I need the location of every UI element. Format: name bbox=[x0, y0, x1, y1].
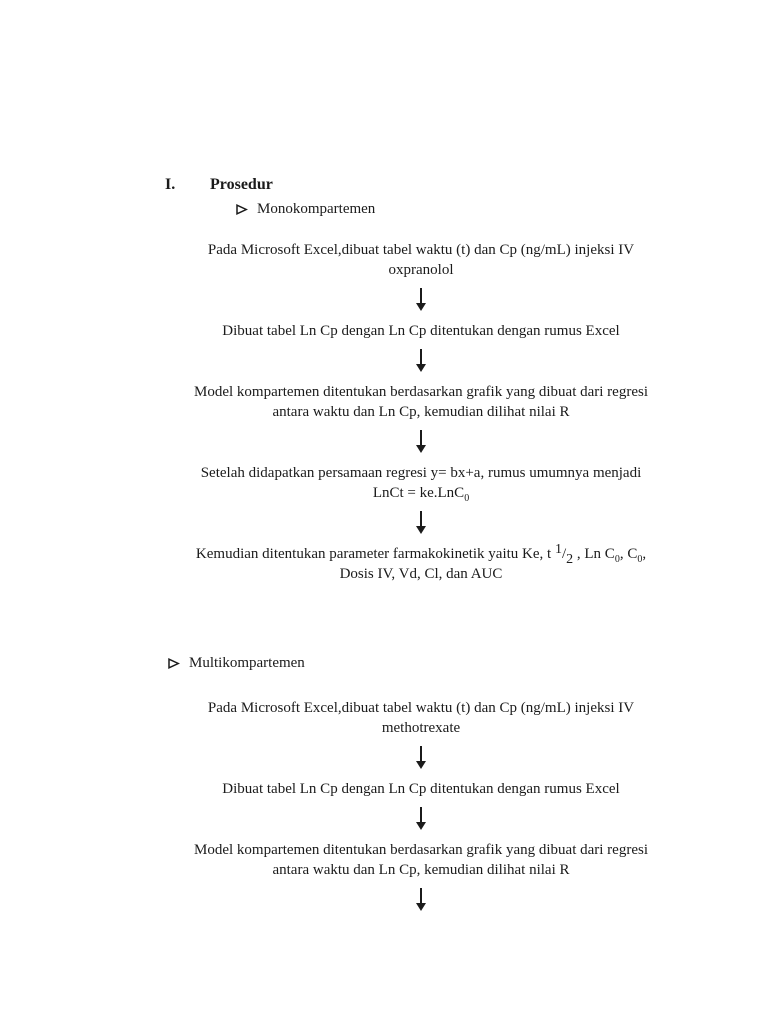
procedure-heading: I. Prosedur bbox=[165, 177, 672, 193]
arrow-shaft bbox=[420, 349, 422, 364]
down-arrow-icon bbox=[170, 888, 672, 911]
flow-step-mono-1: Pada Microsoft Excel,dibuat tabel waktu … bbox=[170, 240, 672, 280]
down-arrow-icon bbox=[170, 430, 672, 453]
arrow-head bbox=[416, 303, 426, 311]
fraction-denominator: 2 bbox=[566, 552, 574, 567]
section-title-monokompartemen: Monokompartemen bbox=[257, 201, 376, 217]
subscript-zero: 0 bbox=[464, 493, 470, 504]
step-text: antara waktu dan Ln Cp, kemudian dilihat… bbox=[272, 404, 570, 420]
fraction-slash: / bbox=[561, 546, 567, 562]
arrow-head bbox=[416, 903, 426, 911]
bullet-multikompartemen: Multikompartemen bbox=[167, 655, 672, 671]
arrowhead-bullet-icon bbox=[168, 657, 180, 669]
step-text: antara waktu dan Ln Cp, kemudian dilihat… bbox=[272, 862, 570, 878]
down-arrow-icon bbox=[170, 288, 672, 311]
arrowhead-bullet-icon bbox=[236, 203, 248, 215]
step-text: Pada Microsoft Excel,dibuat tabel waktu … bbox=[207, 700, 635, 716]
step-text: Model kompartemen ditentukan berdasarkan… bbox=[193, 384, 648, 400]
step-text: Model kompartemen ditentukan berdasarkan… bbox=[193, 842, 648, 858]
parameters-text: Kemudian ditentukan parameter farmakokin… bbox=[195, 546, 555, 562]
multikompartemen-flowchart: Pada Microsoft Excel,dibuat tabel waktu … bbox=[170, 698, 672, 911]
down-arrow-icon bbox=[170, 807, 672, 830]
step-text: Setelah didapatkan persamaan regresi y= … bbox=[200, 465, 642, 481]
bullet-monokompartemen: Monokompartemen bbox=[235, 201, 672, 217]
arrow-shaft bbox=[420, 288, 422, 303]
flow-step-multi-1: Pada Microsoft Excel,dibuat tabel waktu … bbox=[170, 698, 672, 738]
flow-step-multi-3: Model kompartemen ditentukan berdasarkan… bbox=[170, 840, 672, 880]
heading-title: Prosedur bbox=[210, 176, 273, 193]
arrow-shaft bbox=[420, 430, 422, 445]
section-title-multikompartemen: Multikompartemen bbox=[189, 655, 305, 671]
step-text: Dosis IV, Vd, Cl, dan AUC bbox=[339, 566, 503, 582]
arrow-head bbox=[416, 445, 426, 453]
parameters-text: , Ln C bbox=[573, 546, 615, 562]
step-text: Dibuat tabel Ln Cp dengan Ln Cp ditentuk… bbox=[222, 323, 620, 339]
step-text: methotrexate bbox=[381, 720, 461, 736]
subscript-zero: 0 bbox=[637, 554, 643, 565]
arrow-head bbox=[416, 526, 426, 534]
arrow-shaft bbox=[420, 746, 422, 761]
arrow-head bbox=[416, 761, 426, 769]
step-text-parameters: Kemudian ditentukan parameter farmakokin… bbox=[170, 542, 672, 567]
down-arrow-icon bbox=[170, 511, 672, 534]
heading-number: I. bbox=[165, 176, 176, 193]
flow-step-mono-5: Kemudian ditentukan parameter farmakokin… bbox=[170, 542, 672, 584]
arrow-head bbox=[416, 822, 426, 830]
arrow-head bbox=[416, 364, 426, 372]
flow-step-multi-2: Dibuat tabel Ln Cp dengan Ln Cp ditentuk… bbox=[170, 779, 672, 799]
subscript-zero: 0 bbox=[614, 554, 620, 565]
parameters-text: , bbox=[642, 546, 647, 562]
arrow-shaft bbox=[420, 807, 422, 822]
down-arrow-icon bbox=[170, 746, 672, 769]
flow-step-mono-3: Model kompartemen ditentukan berdasarkan… bbox=[170, 382, 672, 422]
flow-step-mono-2: Dibuat tabel Ln Cp dengan Ln Cp ditentuk… bbox=[170, 321, 672, 341]
step-text: Dibuat tabel Ln Cp dengan Ln Cp ditentuk… bbox=[222, 781, 620, 797]
formula-text: LnCt = ke.LnC bbox=[372, 485, 465, 501]
step-text-formula: LnCt = ke.LnC0 bbox=[170, 483, 672, 504]
flow-step-mono-4: Setelah didapatkan persamaan regresi y= … bbox=[170, 463, 672, 504]
step-text: oxpranolol bbox=[388, 262, 454, 278]
monokompartemen-flowchart: Pada Microsoft Excel,dibuat tabel waktu … bbox=[170, 240, 672, 584]
down-arrow-icon bbox=[170, 349, 672, 372]
arrow-shaft bbox=[420, 888, 422, 903]
arrow-shaft bbox=[420, 511, 422, 526]
parameters-text: , C bbox=[619, 546, 638, 562]
step-text: Pada Microsoft Excel,dibuat tabel waktu … bbox=[207, 242, 635, 258]
fraction-numerator: 1 bbox=[554, 542, 562, 557]
